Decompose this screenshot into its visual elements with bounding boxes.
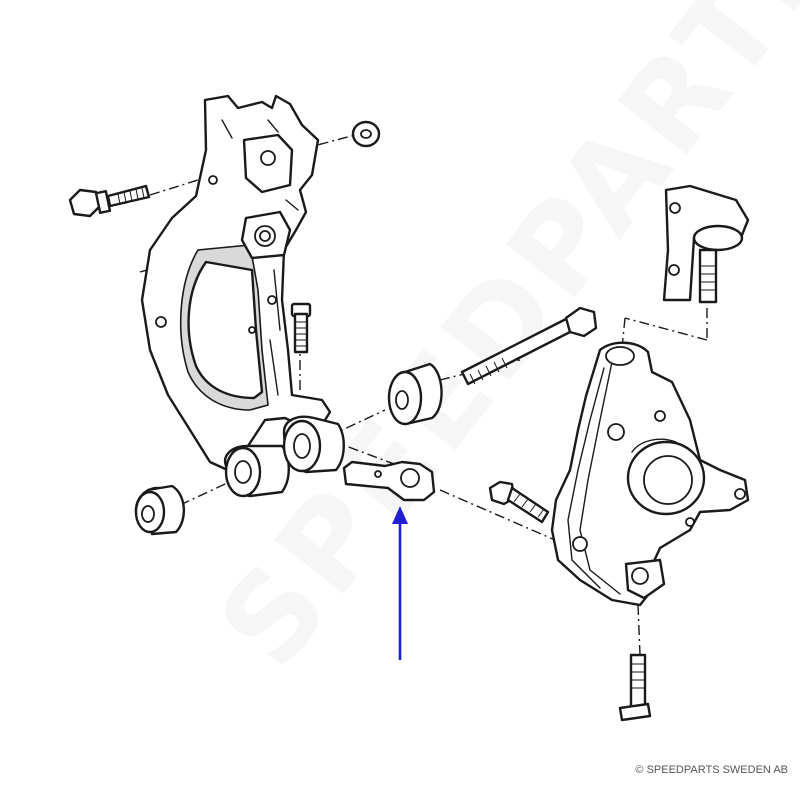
arrow-up-icon: [392, 506, 408, 660]
lower-control-arm: [140, 94, 345, 498]
loose-bushing: [134, 484, 185, 536]
copyright-text: © SPEEDPARTS SWEDEN AB: [635, 764, 788, 776]
ball-joint: [662, 184, 750, 304]
rear-bushing: [387, 362, 443, 426]
stud-bolt: [618, 653, 652, 722]
upper-bolt: [68, 184, 151, 218]
steering-knuckle: [550, 341, 750, 607]
link-bracket: [342, 460, 436, 502]
knuckle-bolt: [488, 480, 550, 524]
long-bolt: [460, 306, 598, 386]
washer: [351, 120, 381, 148]
vertical-bolt: [290, 302, 312, 354]
